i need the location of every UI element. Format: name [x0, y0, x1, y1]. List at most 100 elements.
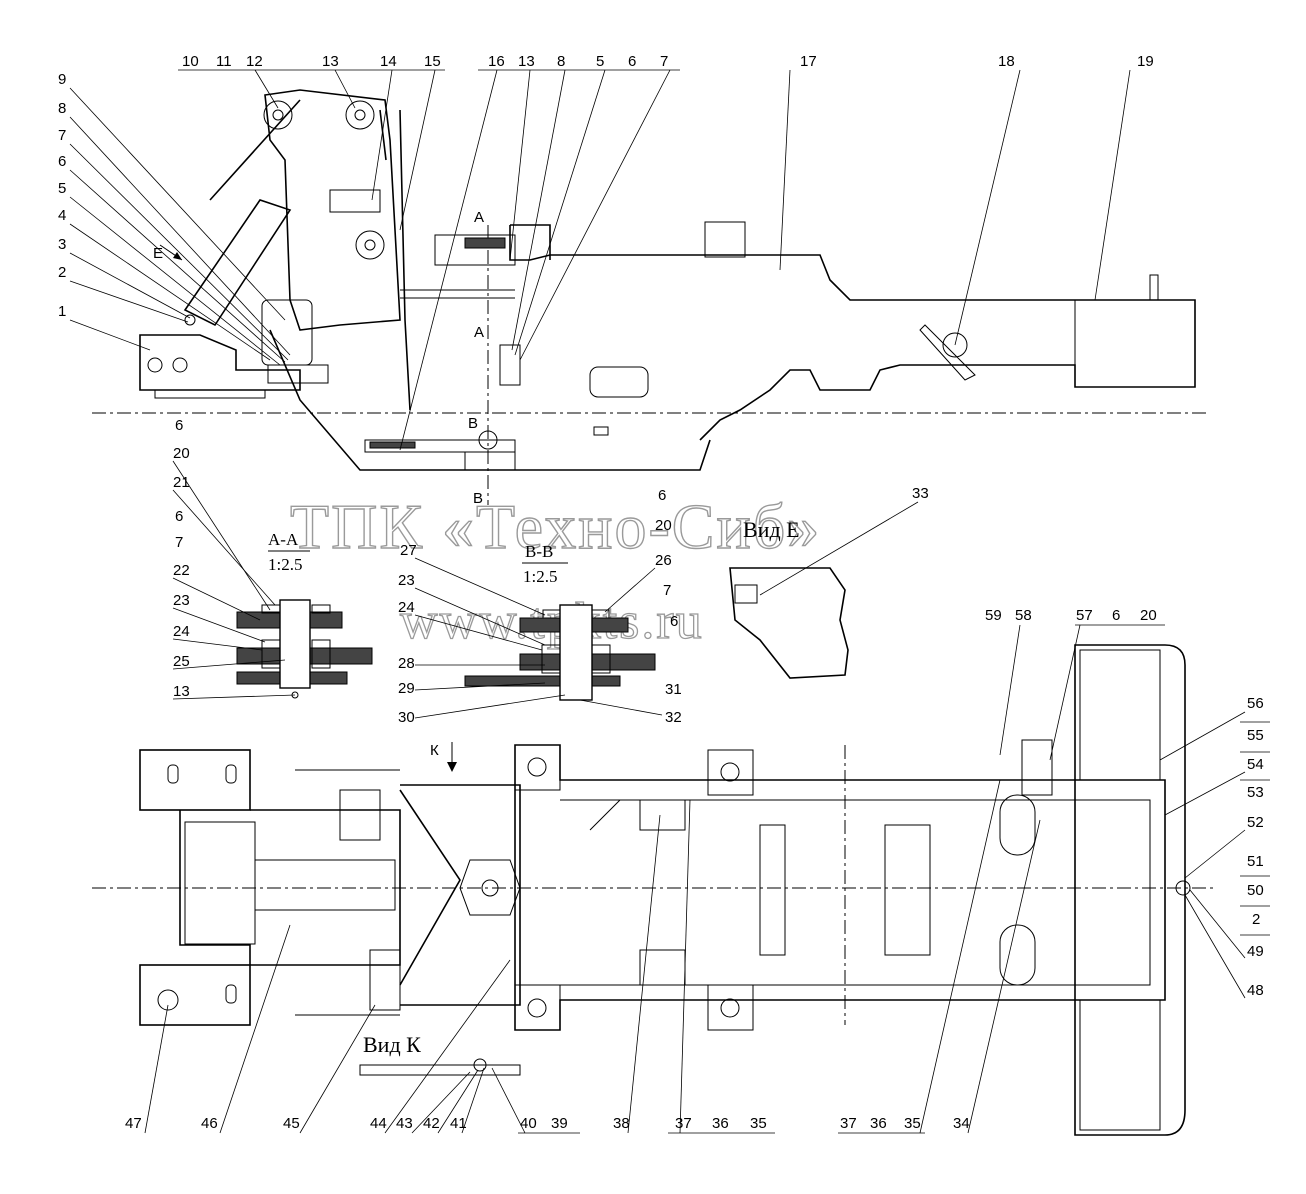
- callouts-left: 9 8 7 6 5 4 3 2 1: [58, 71, 291, 366]
- callout-label: 55: [1247, 727, 1264, 744]
- leader-line: [69, 196, 281, 366]
- pad-hole: [157, 989, 179, 1011]
- main-frame-rail: [509, 225, 1196, 441]
- section-b-bottom-plate: [464, 675, 621, 687]
- hinge-pin: [478, 430, 498, 450]
- hinge-link-lower: [364, 439, 516, 453]
- pivot-eye: [355, 230, 385, 260]
- leader-line: [69, 87, 286, 321]
- callout-label: 20: [655, 517, 672, 534]
- view-e-slot: [734, 584, 758, 604]
- callout-label: 30: [398, 709, 415, 726]
- section-b-bushing: [591, 644, 611, 674]
- view-e-label: Вид Е: [743, 517, 800, 542]
- mount-pad: [707, 984, 754, 1031]
- callout-label: 8: [557, 53, 565, 70]
- front-center-beam: [254, 859, 396, 911]
- callout-label: 21: [173, 474, 190, 491]
- callout-label: 4: [58, 207, 66, 224]
- leader-line: [172, 638, 263, 651]
- callout-label: 47: [125, 1115, 142, 1132]
- leader-line: [69, 280, 189, 323]
- leader-line: [69, 169, 286, 363]
- lamp-bracket: [919, 324, 976, 381]
- king-pin: [481, 879, 499, 897]
- leader-line: [779, 69, 791, 271]
- pivot-eye: [345, 100, 375, 130]
- leader-line: [954, 69, 1021, 346]
- callout-label: 28: [398, 655, 415, 672]
- base-plate: [154, 389, 266, 399]
- callouts-bottom: 47 46 45 44 43 42 41 40 39 38 37 36 35 3…: [125, 779, 1041, 1134]
- callout-label: 35: [750, 1115, 767, 1132]
- name-plate: [329, 189, 381, 213]
- section-a-pin: [279, 599, 311, 689]
- callout-label: 13: [322, 53, 339, 70]
- callout-label: 33: [912, 485, 929, 502]
- callout-label: 1: [58, 303, 66, 320]
- diagonal-link: [209, 99, 301, 201]
- section-a-nut: [261, 604, 281, 614]
- callout-label: 2: [1252, 911, 1260, 928]
- hydraulic-strut: [183, 199, 292, 327]
- leader-line: [414, 587, 546, 646]
- callouts-section-b: 6 20 27 26 23 7 24 6 28 29 31 30 32: [398, 487, 682, 726]
- callout-label: 13: [173, 683, 190, 700]
- leader-line: [69, 223, 271, 361]
- callout-label: 59: [985, 607, 1002, 624]
- callout-label: 49: [1247, 943, 1264, 960]
- callout-label: 2: [58, 264, 66, 281]
- callout-label: 6: [1112, 607, 1120, 624]
- king-pin-plate: [459, 859, 521, 916]
- leader-line: [1049, 624, 1081, 761]
- callout-label: 39: [551, 1115, 568, 1132]
- view-e-outline: [729, 567, 849, 679]
- leader-line: [679, 799, 691, 1134]
- mount-pad: [707, 749, 754, 796]
- leader-line: [371, 69, 393, 201]
- callout-label: 41: [450, 1115, 467, 1132]
- cut-label-a-bottom: А: [474, 324, 484, 341]
- callout-label: 46: [201, 1115, 218, 1132]
- frame-window: [589, 366, 649, 398]
- leader-line: [219, 924, 291, 1134]
- pivot-pin: [272, 109, 284, 121]
- callout-label: 7: [175, 534, 183, 551]
- callout-label: 40: [520, 1115, 537, 1132]
- tow-pin: [1175, 880, 1191, 896]
- callout-label: 24: [173, 623, 190, 640]
- callout-label: 5: [58, 180, 66, 197]
- callout-label: 8: [58, 100, 66, 117]
- callout-label: 7: [663, 582, 671, 599]
- section-a-a: А-А 1:2.5: [236, 530, 373, 699]
- callout-label: 12: [246, 53, 263, 70]
- hinge-pin-block: [464, 451, 516, 471]
- pad-base: [267, 364, 329, 384]
- hinge-plate-hatch: [369, 441, 416, 449]
- callout-label: 37: [675, 1115, 692, 1132]
- pad-slot: [225, 984, 237, 1004]
- callout-label: 51: [1247, 853, 1264, 870]
- bracket-rib: [379, 109, 387, 161]
- callouts-section-a: 6 20 21 6 7 22 23 24 25 13: [172, 417, 296, 700]
- cut-label-b-bottom: В: [473, 490, 483, 507]
- frame-boss: [704, 221, 746, 258]
- rear-bumper: [1074, 644, 1186, 1136]
- callout-label: 3: [58, 236, 66, 253]
- section-b-b: В-В 1:2.5: [464, 542, 656, 701]
- view-e: Вид Е: [729, 517, 849, 679]
- bracket-plate: [639, 949, 686, 986]
- leader-line: [69, 319, 151, 351]
- hinge-link-upper: [434, 234, 516, 266]
- bracket-hole: [147, 357, 163, 373]
- pin-section: [464, 237, 506, 249]
- leader-line: [414, 694, 566, 719]
- pad-slot: [167, 764, 179, 784]
- view-arrow-k-label: К: [430, 742, 439, 759]
- callout-label: 6: [175, 417, 183, 434]
- rear-bumper-block: [1074, 299, 1196, 388]
- leader-line: [172, 577, 261, 621]
- view-k-pin: [473, 1058, 487, 1072]
- callout-label: 18: [998, 53, 1015, 70]
- callout-label: 32: [665, 709, 682, 726]
